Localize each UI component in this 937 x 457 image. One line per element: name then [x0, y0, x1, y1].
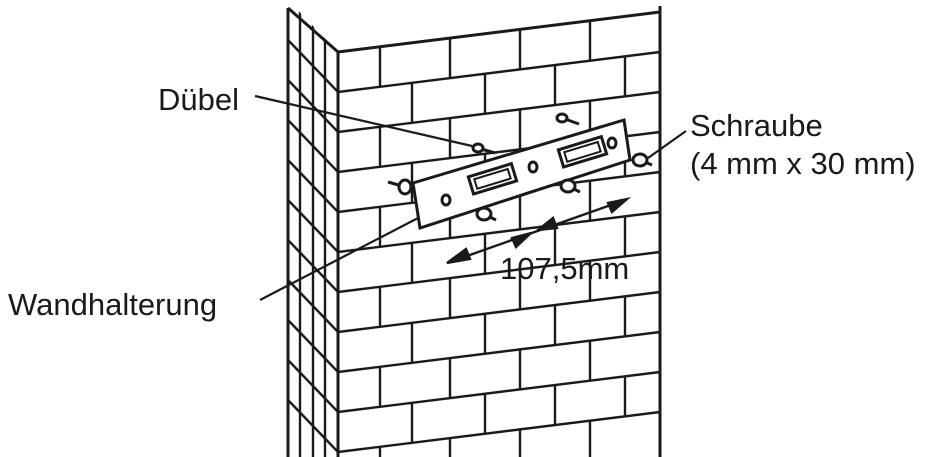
dimension-arrows: [446, 196, 632, 265]
leader-schraube: [647, 130, 687, 159]
label-schraube: Schraube: [690, 108, 823, 143]
screw-1: [387, 178, 413, 196]
leader-wandhalterung: [259, 217, 419, 301]
arrowhead-mid-left: [510, 231, 532, 250]
arrowhead-mid-right: [534, 216, 559, 232]
label-dimension: 107,5mm: [500, 251, 630, 286]
leader-duebel: [254, 94, 473, 148]
wall-outline: [286, 6, 662, 457]
arrowhead-right: [606, 196, 632, 214]
arrowhead-left: [446, 247, 472, 265]
label-duebel: Dübel: [158, 82, 239, 117]
leader-lines: [254, 94, 687, 301]
dowel-1: [471, 142, 496, 155]
wall-right-face: [338, 21, 660, 457]
screw-3: [559, 178, 581, 194]
wall-left-face: [288, 0, 338, 457]
label-wandhalterung: Wandhalterung: [8, 287, 218, 322]
label-schraube-size: (4 mm x 30 mm): [690, 146, 916, 181]
screw-4: [631, 152, 653, 168]
wall-bracket: [411, 118, 632, 230]
dowel-2: [555, 112, 580, 126]
dowels: [471, 112, 580, 155]
screw-2: [475, 206, 497, 222]
screws: [387, 152, 653, 222]
